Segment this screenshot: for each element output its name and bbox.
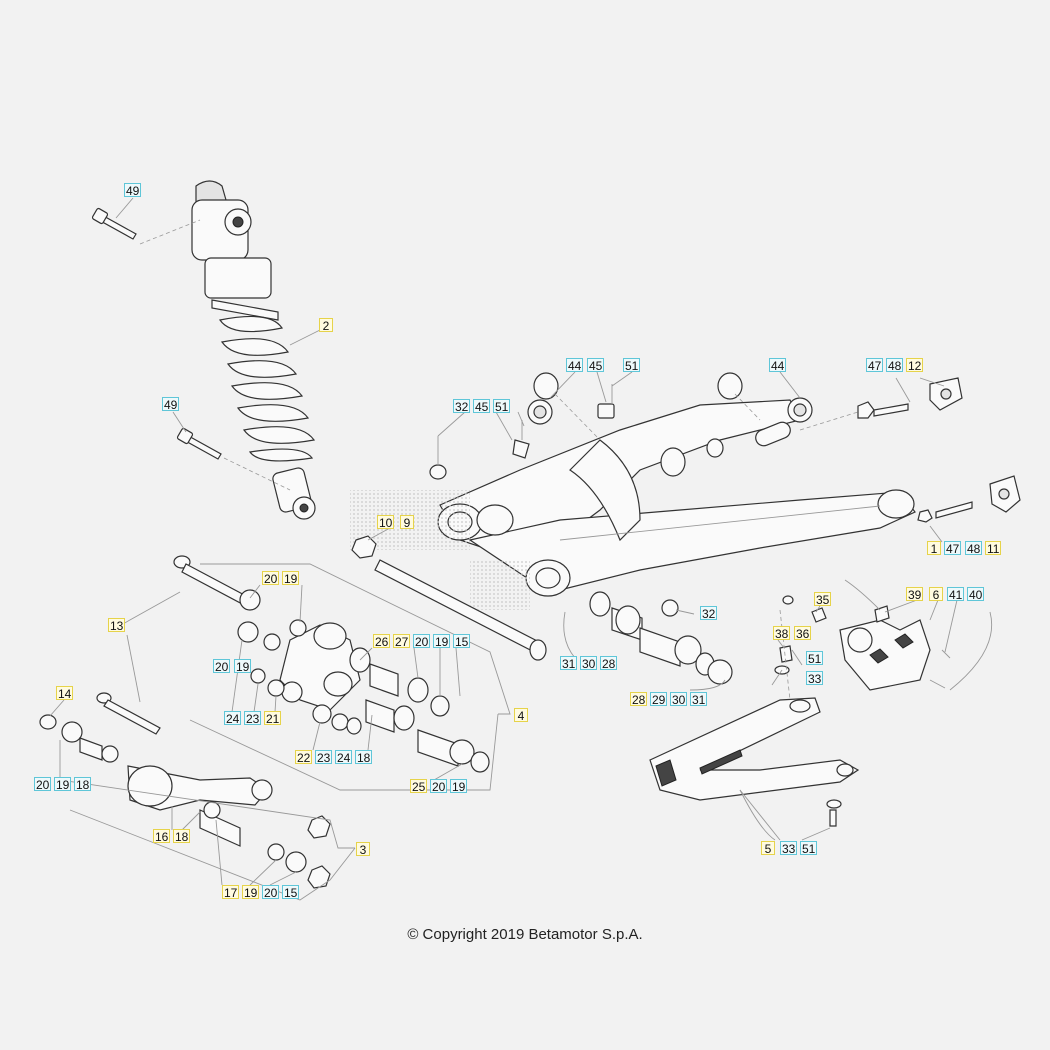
ref-48-right[interactable]: 48 bbox=[965, 541, 983, 556]
ref-25[interactable]: 25 bbox=[410, 779, 428, 794]
ref-28-lower[interactable]: 28 bbox=[630, 692, 648, 707]
ref-32-top[interactable]: 32 bbox=[453, 399, 471, 414]
ref-31-lower[interactable]: 31 bbox=[690, 692, 708, 707]
ref-18-bottom-left[interactable]: 18 bbox=[74, 777, 92, 792]
small-hardware bbox=[774, 595, 827, 701]
leader-lines bbox=[49, 197, 958, 901]
ref-23-upper[interactable]: 23 bbox=[244, 711, 262, 726]
ref-27[interactable]: 27 bbox=[393, 634, 411, 649]
ref-51-left[interactable]: 51 bbox=[493, 399, 511, 414]
ref-18-lower[interactable]: 18 bbox=[173, 829, 191, 844]
halftone-area bbox=[350, 490, 530, 610]
ref-3[interactable]: 3 bbox=[356, 842, 370, 857]
ref-13[interactable]: 13 bbox=[108, 618, 126, 633]
ref-49-upper[interactable]: 49 bbox=[124, 183, 142, 198]
ref-20-upper[interactable]: 20 bbox=[262, 571, 280, 586]
ref-24-upper[interactable]: 24 bbox=[224, 711, 242, 726]
ref-33-mid[interactable]: 33 bbox=[806, 671, 824, 686]
ref-51-mid[interactable]: 51 bbox=[806, 651, 824, 666]
ref-19-bottom[interactable]: 19 bbox=[242, 885, 260, 900]
ref-44-right[interactable]: 44 bbox=[769, 358, 787, 373]
ref-20-lower-mid[interactable]: 20 bbox=[430, 779, 448, 794]
ref-15-mid[interactable]: 15 bbox=[453, 634, 471, 649]
chain-adjusters bbox=[799, 377, 1021, 543]
ref-47-right[interactable]: 47 bbox=[944, 541, 962, 556]
ref-2[interactable]: 2 bbox=[319, 318, 333, 333]
ref-19-bottom-left[interactable]: 19 bbox=[54, 777, 72, 792]
ref-20-bottom[interactable]: 20 bbox=[262, 885, 280, 900]
shock-bolts bbox=[91, 207, 291, 491]
ref-17[interactable]: 17 bbox=[222, 885, 240, 900]
pivot-axle bbox=[351, 535, 547, 661]
ref-1[interactable]: 1 bbox=[927, 541, 941, 556]
connecting-rod bbox=[39, 714, 331, 889]
ref-14[interactable]: 14 bbox=[56, 686, 74, 701]
ref-12[interactable]: 12 bbox=[906, 358, 924, 373]
ref-19-lower-mid[interactable]: 19 bbox=[450, 779, 468, 794]
ref-35[interactable]: 35 bbox=[814, 592, 832, 607]
pivot-bushings bbox=[563, 591, 733, 691]
ref-36[interactable]: 36 bbox=[794, 626, 812, 641]
ref-29[interactable]: 29 bbox=[650, 692, 668, 707]
ref-44-left[interactable]: 44 bbox=[566, 358, 584, 373]
ref-6[interactable]: 6 bbox=[929, 587, 943, 602]
linkage-bolt bbox=[96, 555, 261, 735]
chain-slider bbox=[649, 697, 860, 841]
ref-28-upper[interactable]: 28 bbox=[600, 656, 618, 671]
ref-15-bottom[interactable]: 15 bbox=[282, 885, 300, 900]
ref-39[interactable]: 39 bbox=[906, 587, 924, 602]
ref-26[interactable]: 26 bbox=[373, 634, 391, 649]
ref-22[interactable]: 22 bbox=[295, 750, 313, 765]
ref-24-lower[interactable]: 24 bbox=[335, 750, 353, 765]
ref-20-bottom-left[interactable]: 20 bbox=[34, 777, 52, 792]
ref-38[interactable]: 38 bbox=[773, 626, 791, 641]
ref-51-top[interactable]: 51 bbox=[623, 358, 641, 373]
ref-30-upper[interactable]: 30 bbox=[580, 656, 598, 671]
swingarm-caps bbox=[429, 372, 813, 480]
copyright-notice: © Copyright 2019 Betamotor S.p.A. bbox=[407, 926, 643, 943]
ref-49-lower[interactable]: 49 bbox=[162, 397, 180, 412]
chain-guide bbox=[839, 579, 993, 691]
shock-absorber bbox=[191, 180, 316, 520]
ref-11[interactable]: 11 bbox=[985, 541, 1002, 556]
ref-40[interactable]: 40 bbox=[967, 587, 985, 602]
ref-20-mid[interactable]: 20 bbox=[413, 634, 431, 649]
linkage-rocker bbox=[237, 619, 490, 773]
ref-45-left[interactable]: 45 bbox=[473, 399, 491, 414]
ref-48-top[interactable]: 48 bbox=[886, 358, 904, 373]
ref-19-mid[interactable]: 19 bbox=[433, 634, 451, 649]
ref-18-mid[interactable]: 18 bbox=[355, 750, 373, 765]
ref-41[interactable]: 41 bbox=[947, 587, 965, 602]
ref-10[interactable]: 10 bbox=[377, 515, 395, 530]
ref-45-top[interactable]: 45 bbox=[587, 358, 605, 373]
ref-19-left[interactable]: 19 bbox=[234, 659, 252, 674]
ref-33-bottom[interactable]: 33 bbox=[780, 841, 798, 856]
ref-47-top[interactable]: 47 bbox=[866, 358, 884, 373]
ref-4[interactable]: 4 bbox=[514, 708, 528, 723]
ref-5[interactable]: 5 bbox=[761, 841, 775, 856]
ref-19-upper[interactable]: 19 bbox=[282, 571, 300, 586]
ref-21[interactable]: 21 bbox=[264, 711, 282, 726]
ref-20-left[interactable]: 20 bbox=[213, 659, 231, 674]
ref-30-lower[interactable]: 30 bbox=[670, 692, 688, 707]
ref-9[interactable]: 9 bbox=[400, 515, 414, 530]
ref-32-right[interactable]: 32 bbox=[700, 606, 718, 621]
ref-23-lower[interactable]: 23 bbox=[315, 750, 333, 765]
ref-31-upper[interactable]: 31 bbox=[560, 656, 578, 671]
ref-16[interactable]: 16 bbox=[153, 829, 171, 844]
ref-51-bottom[interactable]: 51 bbox=[800, 841, 818, 856]
